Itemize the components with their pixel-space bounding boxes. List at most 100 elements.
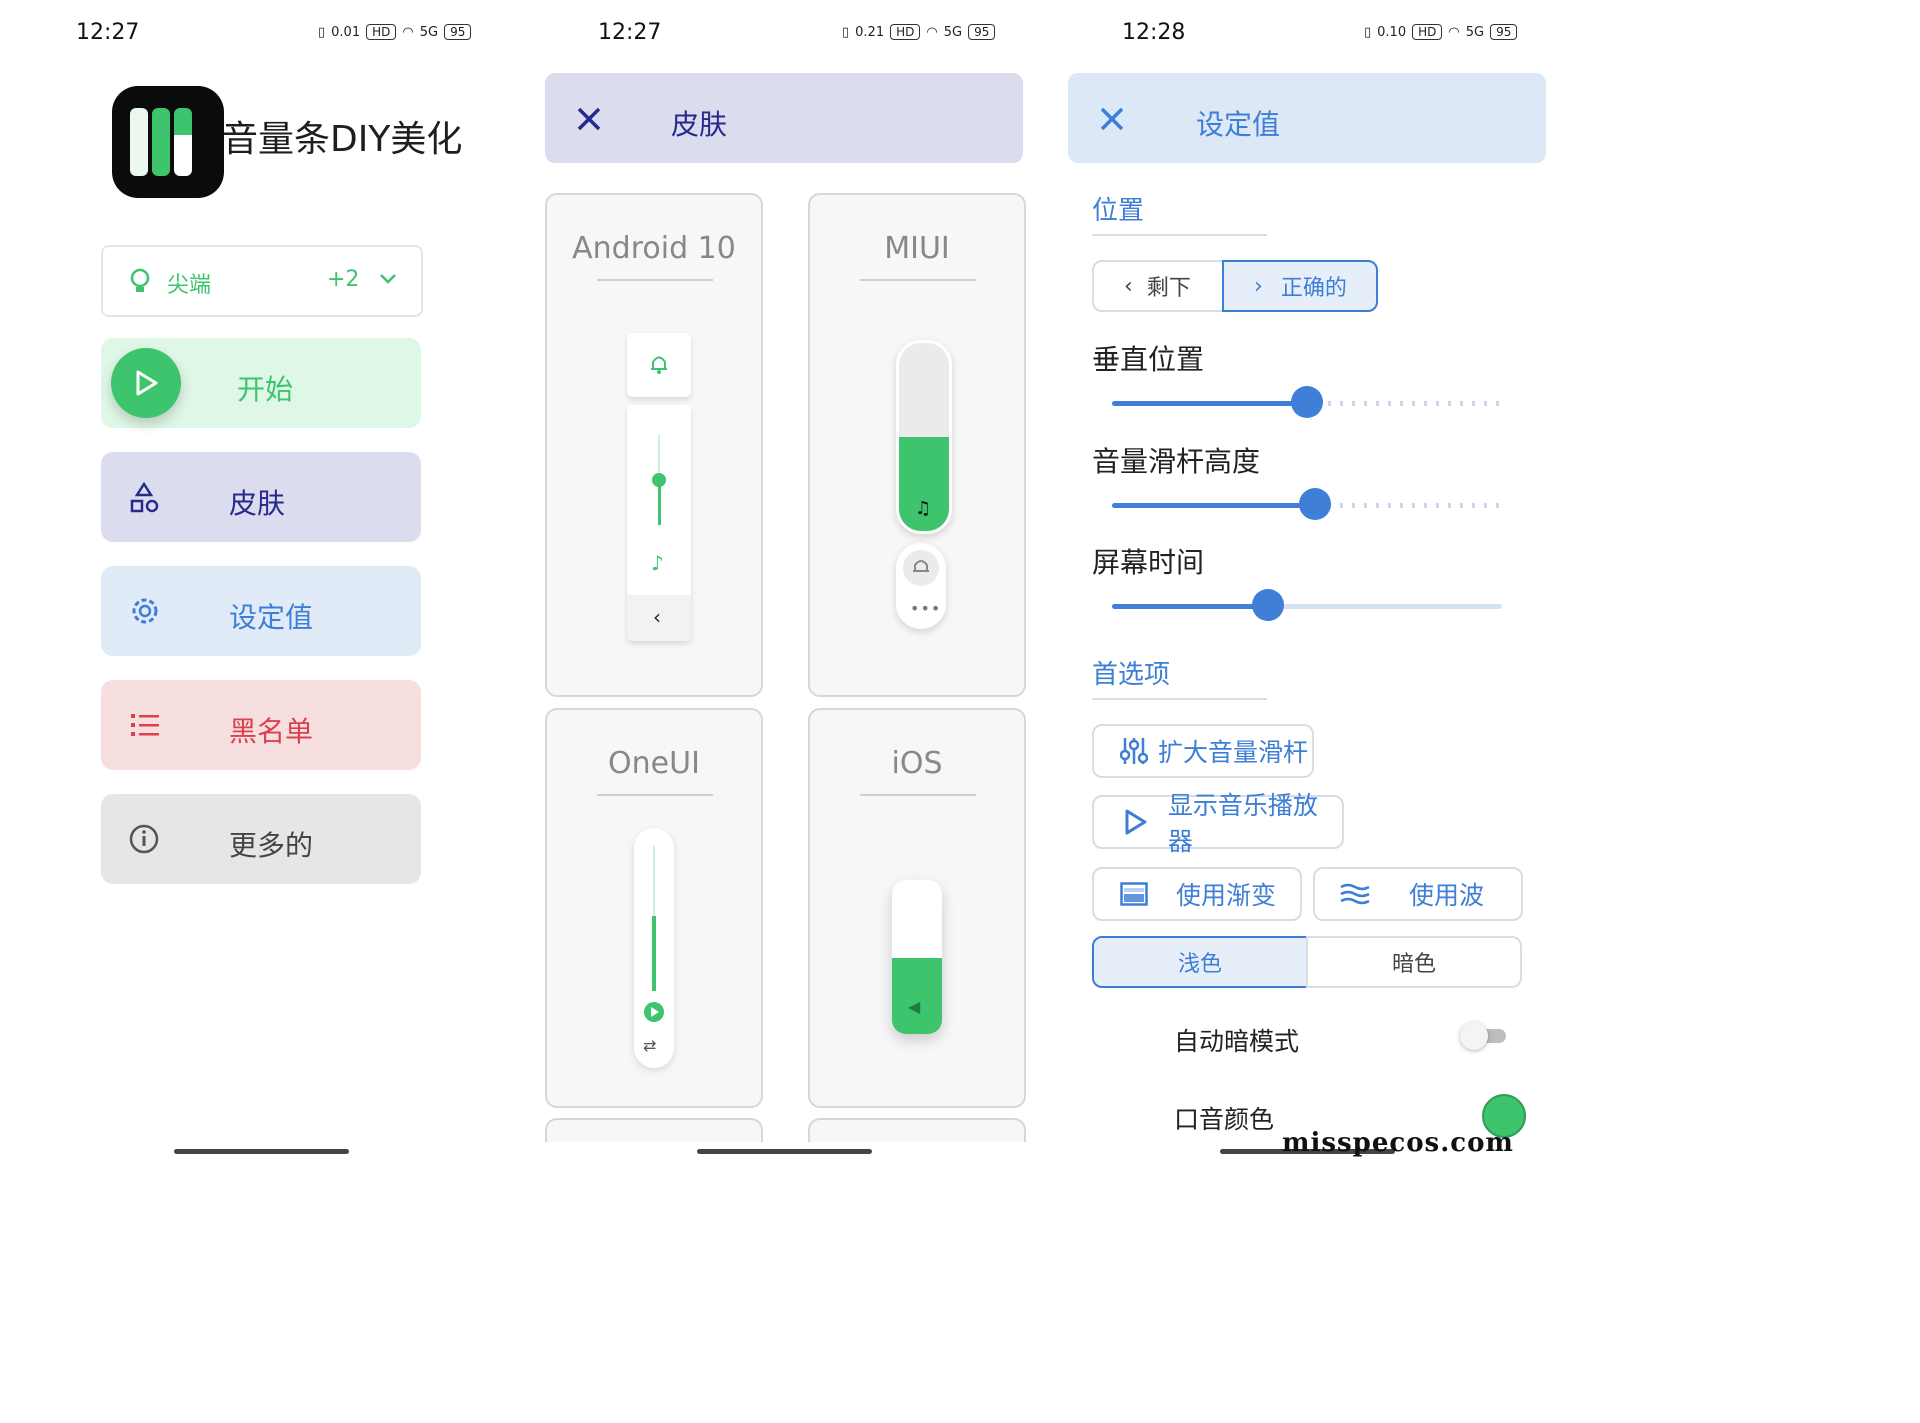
info-icon bbox=[129, 824, 159, 854]
bell-icon bbox=[651, 356, 667, 374]
slider-height-label: 音量滑杆高度 bbox=[1092, 445, 1261, 478]
net-speed: 0.21 bbox=[855, 24, 885, 40]
bell-icon bbox=[913, 560, 929, 572]
settings-title: 设定值 bbox=[1196, 108, 1281, 141]
accent-color-swatch[interactable] bbox=[1482, 1094, 1526, 1138]
skins-title: 皮肤 bbox=[671, 108, 728, 141]
use-wave-button[interactable]: 使用波 bbox=[1313, 867, 1523, 921]
volume-thumb bbox=[652, 473, 666, 487]
skins-top-bar: 皮肤 bbox=[545, 73, 1023, 163]
expand-slider-label: 扩大音量滑杆 bbox=[1158, 738, 1309, 767]
slider-height-slider[interactable] bbox=[1112, 488, 1502, 524]
theme-dark-label: 暗色 bbox=[1391, 952, 1436, 977]
slider-thumb[interactable] bbox=[1299, 488, 1331, 520]
position-toggle: ‹ 剩下 › 正确的 bbox=[1092, 260, 1378, 312]
home-indicator[interactable] bbox=[1220, 1149, 1395, 1154]
play-icon bbox=[1125, 809, 1147, 835]
use-gradient-label: 使用渐变 bbox=[1176, 881, 1277, 910]
card-title: MIUI bbox=[884, 231, 950, 266]
music-note-icon: ♪ bbox=[651, 551, 664, 575]
position-right-label: 正确的 bbox=[1280, 276, 1347, 301]
position-left-label: 剩下 bbox=[1146, 276, 1191, 301]
show-music-player-button[interactable]: 显示音乐播放器 bbox=[1092, 791, 1344, 856]
battery-icon: 95 bbox=[1490, 24, 1518, 40]
ios-volume-bar: ◀ bbox=[892, 880, 942, 1034]
more-dots-icon: ••• bbox=[910, 599, 942, 618]
ringer-tile bbox=[627, 333, 691, 397]
skin-card-oneui[interactable]: OneUI ⇄ bbox=[545, 708, 763, 1108]
close-icon[interactable] bbox=[1100, 107, 1124, 131]
position-right-button[interactable]: › 正确的 bbox=[1222, 260, 1378, 312]
play-icon bbox=[136, 370, 158, 396]
skin-card-partial bbox=[808, 1118, 1026, 1142]
battery-icon: 95 bbox=[968, 24, 996, 40]
gear-icon bbox=[132, 598, 158, 624]
vibrate-icon: ▯ bbox=[318, 24, 326, 40]
skin-card-android10[interactable]: Android 10 ♪ ‹ bbox=[545, 193, 763, 697]
card-title: iOS bbox=[891, 746, 943, 781]
auto-dark-mode-label: 自动暗模式 bbox=[1174, 1027, 1300, 1056]
settings-top-bar: 设定值 bbox=[1068, 73, 1546, 163]
signal-5g: 5G bbox=[419, 24, 439, 40]
vertical-position-slider[interactable] bbox=[1112, 386, 1502, 422]
theme-light-button[interactable]: 浅色 bbox=[1092, 936, 1308, 988]
slider-thumb[interactable] bbox=[1291, 386, 1323, 418]
skin-card-partial bbox=[545, 1118, 763, 1142]
volume-panel: ♪ ‹ bbox=[627, 405, 691, 641]
skins-button[interactable]: 皮肤 bbox=[101, 452, 421, 542]
signal-5g: 5G bbox=[1465, 24, 1485, 40]
screen-time-label: 屏幕时间 bbox=[1092, 546, 1205, 579]
start-button[interactable]: 开始 bbox=[101, 338, 421, 428]
theme-dark-button[interactable]: 暗色 bbox=[1306, 936, 1522, 988]
shapes-icon bbox=[130, 482, 159, 513]
signal-5g: 5G bbox=[943, 24, 963, 40]
vibrate-icon: ▯ bbox=[842, 24, 850, 40]
auto-dark-mode-toggle[interactable] bbox=[1460, 1022, 1506, 1050]
skin-card-ios[interactable]: iOS ◀ bbox=[808, 708, 1026, 1108]
home-indicator[interactable] bbox=[174, 1149, 349, 1154]
wifi-icon: ◠ bbox=[926, 24, 938, 40]
oneui-volume-bar: ⇄ bbox=[634, 828, 674, 1068]
gradient-icon bbox=[1120, 882, 1148, 906]
status-time: 12:27 bbox=[76, 20, 140, 45]
list-icon bbox=[131, 714, 159, 736]
wifi-icon: ◠ bbox=[1448, 24, 1460, 40]
status-icons: ▯ 0.21 HD ◠ 5G 95 bbox=[842, 24, 996, 40]
net-speed: 0.01 bbox=[331, 24, 361, 40]
miui-controls: ••• bbox=[896, 543, 946, 629]
wave-icon bbox=[1340, 883, 1370, 905]
vibrate-icon: ▯ bbox=[1364, 24, 1372, 40]
skin-card-miui[interactable]: MIUI ♫ ••• bbox=[808, 193, 1026, 697]
hd-badge: HD bbox=[1412, 24, 1443, 40]
status-icons: ▯ 0.01 HD ◠ 5G 95 bbox=[318, 24, 472, 40]
status-icons: ▯ 0.10 HD ◠ 5G 95 bbox=[1364, 24, 1518, 40]
card-title: OneUI bbox=[608, 746, 700, 781]
use-gradient-button[interactable]: 使用渐变 bbox=[1092, 867, 1302, 921]
slider-fill bbox=[1112, 604, 1268, 609]
slider-thumb[interactable] bbox=[1252, 589, 1284, 621]
tip-label: 尖端 bbox=[167, 273, 212, 298]
close-icon[interactable] bbox=[577, 107, 601, 131]
play-icon bbox=[644, 1002, 664, 1022]
battery-icon: 95 bbox=[444, 24, 472, 40]
start-label: 开始 bbox=[237, 373, 294, 406]
screen-time-slider[interactable] bbox=[1112, 589, 1502, 625]
app-logo bbox=[112, 86, 224, 198]
expand-slider-button[interactable]: 扩大音量滑杆 bbox=[1092, 724, 1314, 778]
prefs-section-title: 首选项 bbox=[1092, 660, 1171, 690]
chevron-left-icon: ‹ bbox=[1124, 273, 1133, 299]
use-wave-label: 使用波 bbox=[1409, 881, 1485, 910]
settings-button[interactable]: 设定值 bbox=[101, 566, 421, 656]
more-button[interactable]: 更多的 bbox=[101, 794, 421, 884]
blacklist-button[interactable]: 黑名单 bbox=[101, 680, 421, 770]
position-left-button[interactable]: ‹ 剩下 bbox=[1092, 260, 1226, 312]
accent-color-label: 口音颜色 bbox=[1174, 1105, 1275, 1134]
tip-dropdown[interactable]: 尖端 +2 bbox=[101, 245, 423, 317]
watermark: misspecos.com bbox=[1282, 1128, 1514, 1158]
music-note-icon: ♫ bbox=[915, 498, 932, 519]
lightbulb-icon bbox=[130, 268, 150, 292]
home-indicator[interactable] bbox=[697, 1149, 872, 1154]
skins-label: 皮肤 bbox=[229, 487, 286, 520]
sliders-icon bbox=[1120, 738, 1148, 764]
wifi-icon: ◠ bbox=[402, 24, 414, 40]
